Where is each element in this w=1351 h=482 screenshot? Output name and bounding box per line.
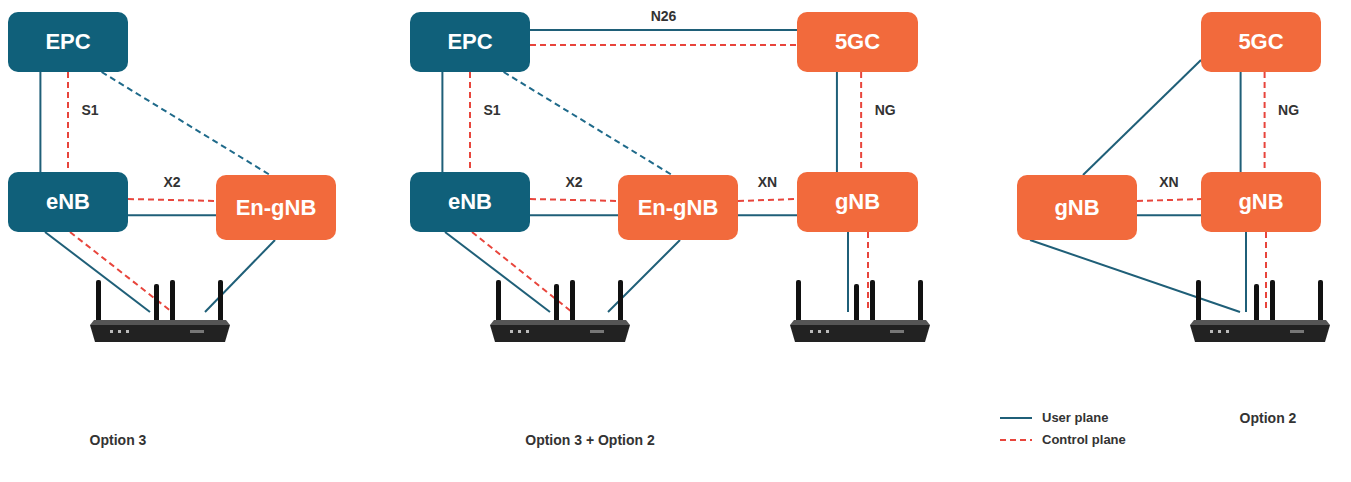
interface-label: S1 <box>480 102 503 118</box>
link-line <box>530 44 797 46</box>
link-line <box>441 72 443 172</box>
router-icon <box>790 280 930 342</box>
network-node: EPC <box>8 12 128 72</box>
link-line <box>504 72 672 175</box>
device-link <box>1030 240 1240 312</box>
legend-sample <box>1000 417 1032 419</box>
legend-label: Control plane <box>1042 432 1126 447</box>
node-label: gNB <box>1054 195 1099 221</box>
device-link <box>847 232 849 312</box>
link-line <box>1083 60 1201 175</box>
network-node: eNB <box>8 172 128 232</box>
router-icon <box>90 280 230 342</box>
network-node: En-gNB <box>618 175 738 240</box>
network-node: gNB <box>797 172 918 232</box>
interface-label: X2 <box>562 174 585 190</box>
legend-label: User plane <box>1042 410 1108 425</box>
router-icon <box>1190 280 1330 342</box>
node-label: 5GC <box>835 29 880 55</box>
option-caption: Option 2 <box>1240 410 1297 426</box>
node-label: 5GC <box>1238 29 1283 55</box>
link-line <box>67 72 69 172</box>
link-line <box>469 72 471 172</box>
link-line <box>1137 199 1201 201</box>
link-line <box>39 72 41 172</box>
link-line <box>1240 72 1242 172</box>
device-link <box>205 240 275 312</box>
device-link <box>1245 232 1247 312</box>
network-node: 5GC <box>1201 12 1321 72</box>
node-label: gNB <box>1238 189 1283 215</box>
link-line <box>738 214 797 216</box>
network-node: En-gNB <box>216 175 336 240</box>
link-line <box>860 72 862 172</box>
option-caption: Option 3 + Option 2 <box>525 432 655 448</box>
interface-label: S1 <box>78 102 101 118</box>
node-label: EPC <box>447 29 492 55</box>
interface-label: X2 <box>160 174 183 190</box>
interface-label: XN <box>1156 174 1181 190</box>
node-label: EPC <box>45 29 90 55</box>
network-node: gNB <box>1201 172 1321 232</box>
link-line <box>836 72 838 172</box>
link-line <box>738 199 797 201</box>
link-line <box>530 29 797 31</box>
router-icon <box>490 280 630 342</box>
node-label: gNB <box>835 189 880 215</box>
interface-label: NG <box>1275 102 1302 118</box>
link-line <box>530 199 618 201</box>
interface-label: NG <box>872 102 899 118</box>
link-line <box>1264 72 1266 172</box>
node-label: En-gNB <box>236 195 317 221</box>
option-caption: Option 3 <box>90 432 147 448</box>
interface-label: N26 <box>648 8 680 24</box>
link-line <box>1137 214 1201 216</box>
device-link <box>867 232 869 312</box>
link-line <box>530 214 618 216</box>
interface-label: XN <box>755 174 780 190</box>
network-node: EPC <box>410 12 530 72</box>
device-link <box>1265 232 1267 312</box>
network-node: gNB <box>1017 175 1137 240</box>
node-label: eNB <box>46 189 90 215</box>
network-node: eNB <box>410 172 530 232</box>
link-line <box>102 72 270 175</box>
network-node: 5GC <box>797 12 918 72</box>
node-label: En-gNB <box>638 195 719 221</box>
link-line <box>128 199 216 201</box>
legend-sample <box>1000 439 1032 441</box>
link-line <box>128 214 216 216</box>
node-label: eNB <box>448 189 492 215</box>
